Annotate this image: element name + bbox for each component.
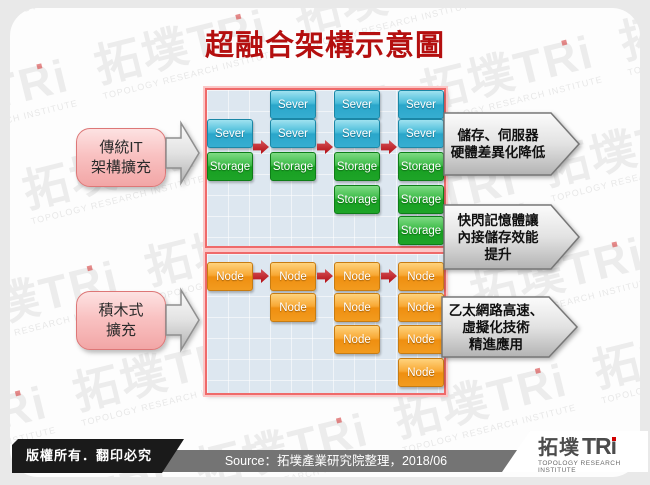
callout-line: 虛擬化技術 <box>462 319 530 335</box>
watermark-red-dot <box>611 241 618 248</box>
label-line: 架構擴充 <box>90 158 151 176</box>
label-line: 擴充 <box>105 321 136 339</box>
logo-i-text: i <box>610 433 618 459</box>
node-box: Node <box>334 293 380 322</box>
node-box: Node <box>270 262 316 291</box>
node-box: Node <box>207 262 253 291</box>
node-box: Node <box>334 325 380 354</box>
page-title: 超融合架構示意圖 <box>204 28 445 62</box>
flow-arrow-icon <box>317 269 333 283</box>
label-traditional-it-expansion: 傳統IT 架構擴充 <box>76 128 166 187</box>
watermark-small-text: TOPOLOGY RESEARCH INSTITUTE <box>10 218 28 276</box>
storage-box: Storage <box>398 216 444 245</box>
label-building-block-expansion: 積木式 擴充 <box>76 291 166 350</box>
node-box: Node <box>398 293 444 322</box>
server-box: Sever <box>398 119 444 148</box>
server-box: Sever <box>270 90 316 119</box>
flow-arrow-icon <box>381 140 397 154</box>
server-box: Sever <box>207 119 253 148</box>
label-line: 傳統IT <box>99 138 143 156</box>
label-line: 積木式 <box>98 301 144 319</box>
tri-logo-wordmark: 拓墣 TR i <box>538 433 648 460</box>
node-box: Node <box>334 262 380 291</box>
node-box: Node <box>398 325 444 354</box>
flow-arrow-icon <box>253 269 269 283</box>
watermark-big-text: 拓墣TRi <box>10 169 25 266</box>
callout-line: 提升 <box>484 246 512 262</box>
watermark-red-dot <box>534 367 541 374</box>
node-box: Node <box>398 358 444 387</box>
logo-subtitle: TOPOLOGY RESEARCH INSTITUTE <box>538 460 621 474</box>
server-box: Sever <box>334 90 380 119</box>
storage-box: Storage <box>207 152 253 181</box>
callout-storage-server-hw: 儲存、伺服器 硬體差異化降低 <box>443 112 581 176</box>
logo-zh-text: 拓墣 <box>538 437 580 459</box>
callout-text: 儲存、伺服器 硬體差異化降低 <box>445 112 551 176</box>
tri-logo: 拓墣 TR i TOPOLOGY RESEARCH INSTITUTE <box>502 431 648 472</box>
callout-line: 儲存、伺服器 <box>457 128 539 143</box>
watermark-red-dot <box>335 417 342 424</box>
callout-text: 快閃記憶體讓 內接儲存效能 提升 <box>445 204 551 270</box>
node-box: Node <box>270 293 316 322</box>
server-box: Sever <box>398 90 444 119</box>
server-box: Sever <box>270 119 316 148</box>
server-box: Sever <box>334 119 380 148</box>
logo-i-dot <box>611 437 616 441</box>
storage-box: Storage <box>334 152 380 181</box>
watermark-big-text: 拓墣TRi <box>10 8 174 16</box>
node-box: Node <box>398 262 444 291</box>
right-arrow-icon <box>165 120 200 186</box>
right-arrow-icon <box>165 287 200 353</box>
storage-box: Storage <box>398 185 444 214</box>
storage-box: Storage <box>398 152 444 181</box>
callout-ethernet-virtualization: 乙太網路高速、 虛擬化技術 精進應用 <box>441 296 579 358</box>
flow-arrow-icon <box>381 269 397 283</box>
watermark-red-dot <box>86 265 93 272</box>
copyright-badge: 版權所有．翻印必究 <box>12 439 184 473</box>
callout-flash-memory: 快閃記憶體讓 內接儲存效能 提升 <box>443 204 581 270</box>
watermark-big-text: 拓墣TRi <box>587 303 640 397</box>
callout-text: 乙太網路高速、 虛擬化技術 精進應用 <box>443 296 549 358</box>
watermark-red-dot <box>235 13 242 20</box>
storage-box: Storage <box>270 152 316 181</box>
watermark-red-dot <box>36 63 43 70</box>
logo-i-letter: i <box>610 433 618 459</box>
watermark-red-dot <box>14 390 21 397</box>
watermark-small-text: TOPOLOGY RESEARCH INSTITUTE <box>600 353 640 406</box>
callout-line: 內接儲存效能 <box>457 229 539 245</box>
flow-arrow-icon <box>253 140 269 154</box>
flow-arrow-icon <box>317 140 333 154</box>
callout-line: 精進應用 <box>469 336 523 352</box>
callout-line: 快閃記憶體讓 <box>457 212 539 228</box>
callout-line: 乙太網路高速、 <box>448 302 544 318</box>
callout-line: 硬體差異化降低 <box>450 145 546 160</box>
logo-tr-text: TR <box>582 433 612 459</box>
storage-box: Storage <box>334 185 380 214</box>
